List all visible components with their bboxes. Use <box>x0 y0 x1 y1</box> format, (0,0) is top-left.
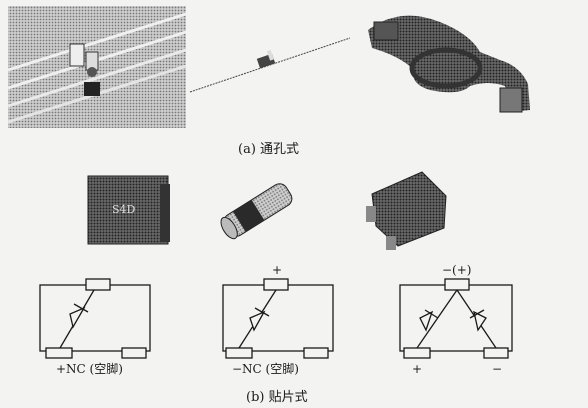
caption-a: (a) 通孔式 <box>238 142 300 157</box>
photo-melf-diode <box>220 183 293 240</box>
diagram-2-top-label: + <box>272 263 283 277</box>
diagram-3-minus-label: − <box>492 362 503 376</box>
diagram-3 <box>399 278 513 359</box>
photo-sot-package <box>366 171 447 250</box>
diagram-3-plus-label: + <box>412 362 423 376</box>
caption-b: (b) 贴片式 <box>246 390 308 405</box>
photo-smd-package <box>87 175 170 245</box>
diagram-2-label: −NC (空脚) <box>232 362 299 376</box>
diagram-1 <box>39 278 151 359</box>
smd-marking: S4D <box>112 203 136 216</box>
photo-axial-diode <box>189 37 351 93</box>
photo-pcb-through-hole <box>7 6 187 128</box>
diagram-2 <box>222 278 334 359</box>
photo-diode-assembly <box>368 15 530 113</box>
diagram-1-label: +NC (空脚) <box>56 362 123 376</box>
diagram-3-top-label: −(+) <box>442 263 472 277</box>
